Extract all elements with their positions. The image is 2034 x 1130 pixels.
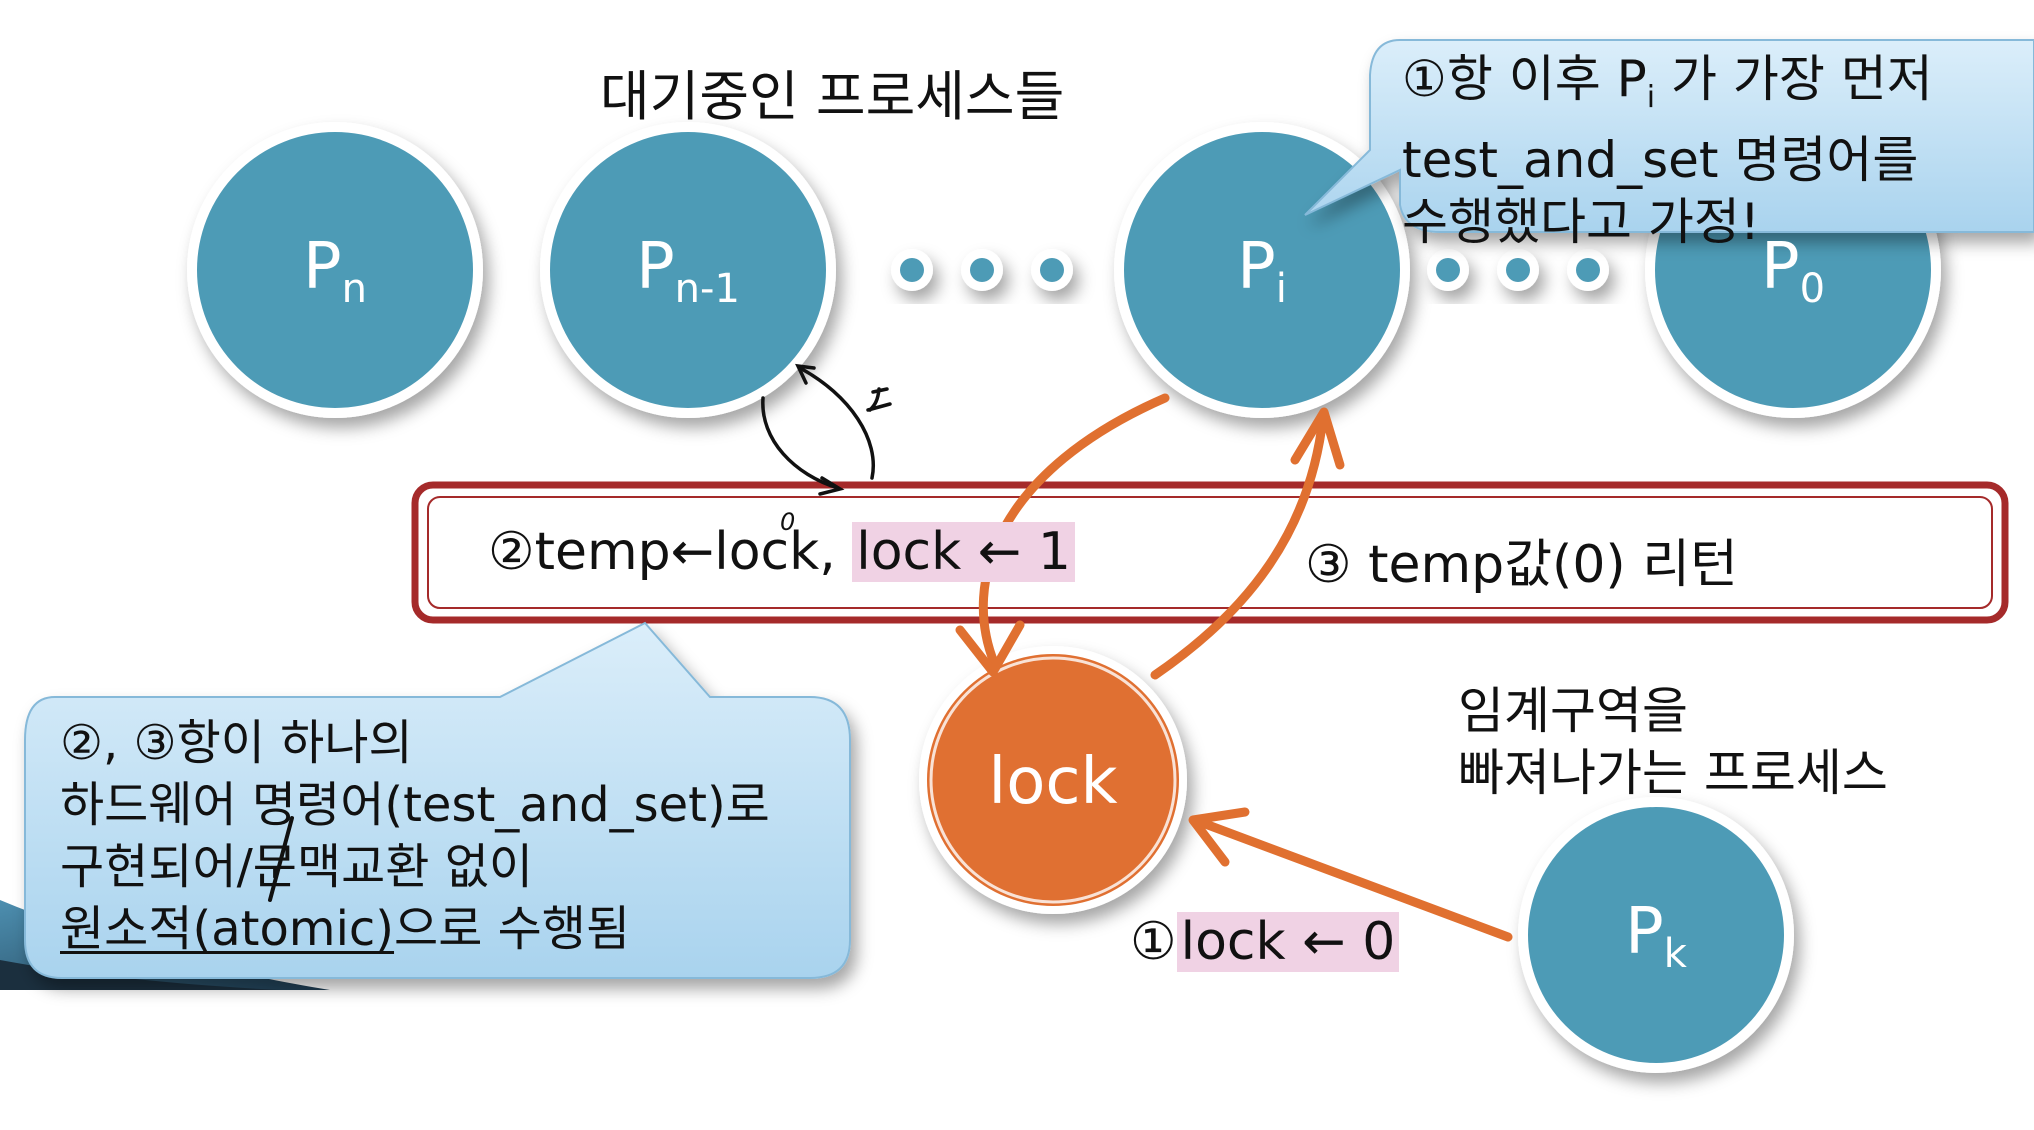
page-title: 대기중인 프로세스들	[600, 65, 1065, 128]
process-pn1-label: Pn-1	[636, 230, 740, 312]
bottom-callout-shape	[24, 621, 851, 979]
top-callout-line2: test_and_set 명령어를	[1402, 131, 1919, 189]
step2-text: ②temp←lock, lock ← 1	[488, 522, 1075, 582]
ellipsis-dots-right	[1427, 249, 1609, 291]
arrow-lock-to-pi	[1150, 407, 1345, 680]
ellipsis-dots-left	[891, 249, 1073, 291]
handwritten-slash	[268, 816, 294, 902]
bottom-callout-line2: 하드웨어 명령어(test_and_set)로	[60, 777, 770, 833]
top-callout-text: ①항 이후 Pi 가 가장 먼저 test_and_set 명령어를 수행했다고…	[1402, 48, 1933, 253]
top-callout-line3: 수행했다고 가정!	[1402, 193, 1760, 251]
exiting-line1: 임계구역을	[1458, 682, 1688, 740]
step2-highlight: lock ← 1	[852, 522, 1075, 582]
top-callout-shape	[1304, 39, 2034, 233]
process-pk-label: Pk	[1625, 895, 1687, 977]
process-p0-label: P0	[1760, 230, 1826, 312]
atomic-underlined: 원소적(atomic)	[60, 901, 395, 957]
left-arrow-icon: ←	[670, 522, 715, 582]
exiting-line2: 빠져나가는 프로세스	[1458, 744, 1888, 802]
lock-circle	[919, 646, 1187, 914]
step1-text: ①lock ← 0	[1130, 912, 1400, 972]
process-pn-circle	[187, 122, 483, 418]
step3-text: ③ temp값(0) 리턴	[1305, 535, 1738, 595]
arrow-pk-to-lock	[1188, 807, 1513, 942]
process-pi-label: Pi	[1237, 230, 1287, 312]
exiting-process-label: 임계구역을 빠져나가는 프로세스	[1458, 680, 1888, 804]
lock-label: lock	[988, 745, 1118, 819]
step2-zero-annotation: 0	[780, 508, 796, 536]
bottom-callout-line3: 구현되어/문맥교환 없이	[60, 839, 534, 895]
process-pn-label: Pn	[303, 230, 367, 312]
bottom-callout-line1: ②, ③항이 하나의	[60, 715, 413, 771]
top-callout-line1: ①항 이후 Pi 가 가장 먼저	[1402, 50, 1933, 115]
handwritten-swap-arrows	[761, 363, 892, 496]
instruction-box	[411, 481, 2009, 624]
process-pn1-circle	[540, 122, 836, 418]
process-pk-circle	[1518, 797, 1794, 1073]
step1-highlight: lock ← 0	[1176, 912, 1400, 972]
bottom-callout-line4: 원소적(atomic)으로 수행됨	[60, 901, 631, 957]
bottom-callout-text: ②, ③항이 하나의 하드웨어 명령어(test_and_set)로 구현되어/…	[60, 712, 770, 960]
